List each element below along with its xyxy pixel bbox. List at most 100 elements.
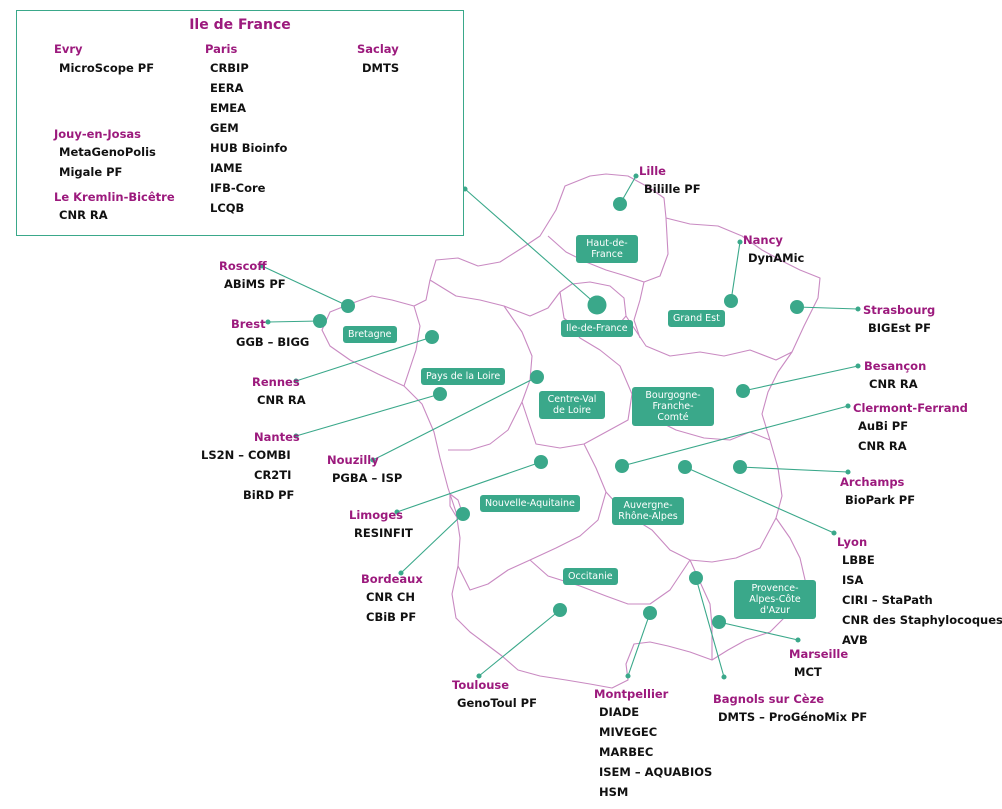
- idf-city-saclay: Saclay: [357, 42, 399, 56]
- lab-name: RESINFIT: [354, 526, 413, 540]
- border-normandie: [429, 279, 561, 317]
- site-marker-nouzilly[interactable]: [530, 370, 544, 384]
- border-centre-bfc: [521, 317, 633, 449]
- site-marker-montpellier[interactable]: [643, 606, 657, 620]
- leader-line-lyon: [684, 466, 835, 534]
- leader-end-dot-archamps: [845, 469, 851, 475]
- leader-end-dot-nancy: [737, 239, 743, 245]
- lab-name: CNR RA: [257, 393, 306, 407]
- leader-end-dot-brest: [265, 319, 271, 325]
- leader-line-bagnols: [695, 577, 725, 678]
- lab-name: MIVEGEC: [599, 725, 658, 739]
- leader-line-nancy: [730, 241, 741, 302]
- idf-lab: GEM: [210, 121, 239, 135]
- site-marker-archamps[interactable]: [733, 460, 747, 474]
- city-roscoff: Roscoff: [219, 259, 267, 273]
- leader-end-dot-nouzilly: [370, 457, 376, 463]
- leader-end-dot-rennes: [293, 378, 299, 384]
- lab-name: LBBE: [842, 553, 875, 567]
- lab-name: DynAMic: [748, 251, 805, 265]
- idf-lab: CNR RA: [59, 208, 108, 222]
- lab-name: BIGEst PF: [868, 321, 931, 335]
- france-outline: [321, 173, 821, 689]
- site-markers: [313, 197, 804, 629]
- site-marker-besancon[interactable]: [736, 384, 750, 398]
- leader-lines: [259, 173, 861, 680]
- lab-name: DMTS – ProGénoMix PF: [718, 710, 868, 724]
- idf-lab: EERA: [210, 81, 244, 95]
- lab-name: CNR des Staphylocoques: [842, 613, 1002, 627]
- region-occitanie: Occitanie: [563, 568, 618, 585]
- idf-lab: DMTS: [362, 61, 400, 75]
- site-marker-brest[interactable]: [313, 314, 327, 328]
- region-paca: Provence-Alpes-Côte d'Azur: [734, 580, 816, 619]
- region-nouvelle-aquitaine: Nouvelle-Aquitaine: [480, 495, 580, 512]
- site-marker-lyon[interactable]: [678, 460, 692, 474]
- site-marker-roscoff[interactable]: [341, 299, 355, 313]
- idf-city-paris: Paris: [205, 42, 238, 56]
- leader-line-marseille: [718, 621, 799, 641]
- leader-end-dot-strasbourg: [855, 306, 861, 312]
- idf-city-kremlin: Le Kremlin-Bicêtre: [54, 190, 175, 204]
- city-nouzilly: Nouzilly: [327, 453, 379, 467]
- city-lille: Lille: [639, 164, 666, 178]
- idf-lab: CRBIP: [210, 61, 249, 75]
- region-label: Auvergne-Rhône-Alpes: [618, 500, 678, 522]
- leader-end-dot-lille: [633, 173, 639, 179]
- city-rennes: Rennes: [252, 375, 300, 389]
- idf-lab: MicroScope PF: [59, 61, 155, 75]
- region-ile-de-france: Ile-de-France: [561, 320, 633, 337]
- lab-name: MCT: [794, 665, 822, 679]
- lab-name: LS2N – COMBI: [201, 448, 291, 462]
- leader-line-archamps: [739, 466, 849, 473]
- site-marker-marseille[interactable]: [712, 615, 726, 629]
- site-marker-idf[interactable]: [587, 295, 607, 315]
- lab-name: MARBEC: [599, 745, 654, 759]
- lab-name: DIADE: [599, 705, 640, 719]
- lab-name: HSM: [599, 785, 629, 799]
- leader-line-nantes: [295, 393, 441, 437]
- leader-end-dot-clermont: [845, 403, 851, 409]
- border-na-ara: [457, 443, 607, 591]
- site-marker-nancy[interactable]: [724, 294, 738, 308]
- lab-name: AuBi PF: [858, 419, 909, 433]
- site-marker-limoges[interactable]: [534, 455, 548, 469]
- region-label: Centre-Val de Loire: [547, 394, 597, 416]
- leader-end-dot-roscoff: [259, 263, 265, 269]
- border-hdf: [547, 217, 669, 283]
- lab-name: CBiB PF: [366, 610, 417, 624]
- site-marker-bordeaux[interactable]: [456, 507, 470, 521]
- site-marker-strasbourg[interactable]: [790, 300, 804, 314]
- border-occ: [529, 559, 691, 605]
- city-besancon: Besançon: [864, 359, 927, 373]
- region-bretagne: Bretagne: [343, 326, 397, 343]
- lab-name: CR2TI: [254, 468, 292, 482]
- idf-lab: HUB Bioinfo: [210, 141, 288, 155]
- site-marker-toulouse[interactable]: [553, 603, 567, 617]
- city-nantes: Nantes: [254, 430, 300, 444]
- city-clermont-ferrand: Clermont-Ferrand: [853, 401, 968, 415]
- city-toulouse: Toulouse: [452, 678, 510, 692]
- site-marker-nantes[interactable]: [433, 387, 447, 401]
- lab-name: BiRD PF: [243, 488, 295, 502]
- idf-lab: EMEA: [210, 101, 247, 115]
- leader-line-bordeaux: [400, 513, 464, 574]
- city-nancy: Nancy: [743, 233, 783, 247]
- leader-end-dot-limoges: [394, 509, 400, 515]
- region-pays-de-la-loire: Pays de la Loire: [421, 368, 506, 385]
- lab-name: PGBA – ISP: [332, 471, 403, 485]
- region-hauts-de-france: Haut-de-France: [576, 235, 638, 263]
- city-archamps: Archamps: [840, 475, 905, 489]
- leader-end-dot-marseille: [795, 637, 801, 643]
- site-marker-clermont[interactable]: [615, 459, 629, 473]
- region-label: Haut-de-France: [586, 238, 628, 260]
- leader-line-rennes: [295, 336, 433, 382]
- leader-line-clermont: [621, 405, 849, 467]
- site-marker-lille[interactable]: [613, 197, 627, 211]
- region-centre-val-de-loire: Centre-Val de Loire: [539, 391, 605, 419]
- city-brest: Brest: [231, 317, 266, 331]
- site-marker-rennes[interactable]: [425, 330, 439, 344]
- idf-lab: LCQB: [210, 201, 245, 215]
- site-marker-bagnols[interactable]: [689, 571, 703, 585]
- lab-name: CNR CH: [366, 590, 415, 604]
